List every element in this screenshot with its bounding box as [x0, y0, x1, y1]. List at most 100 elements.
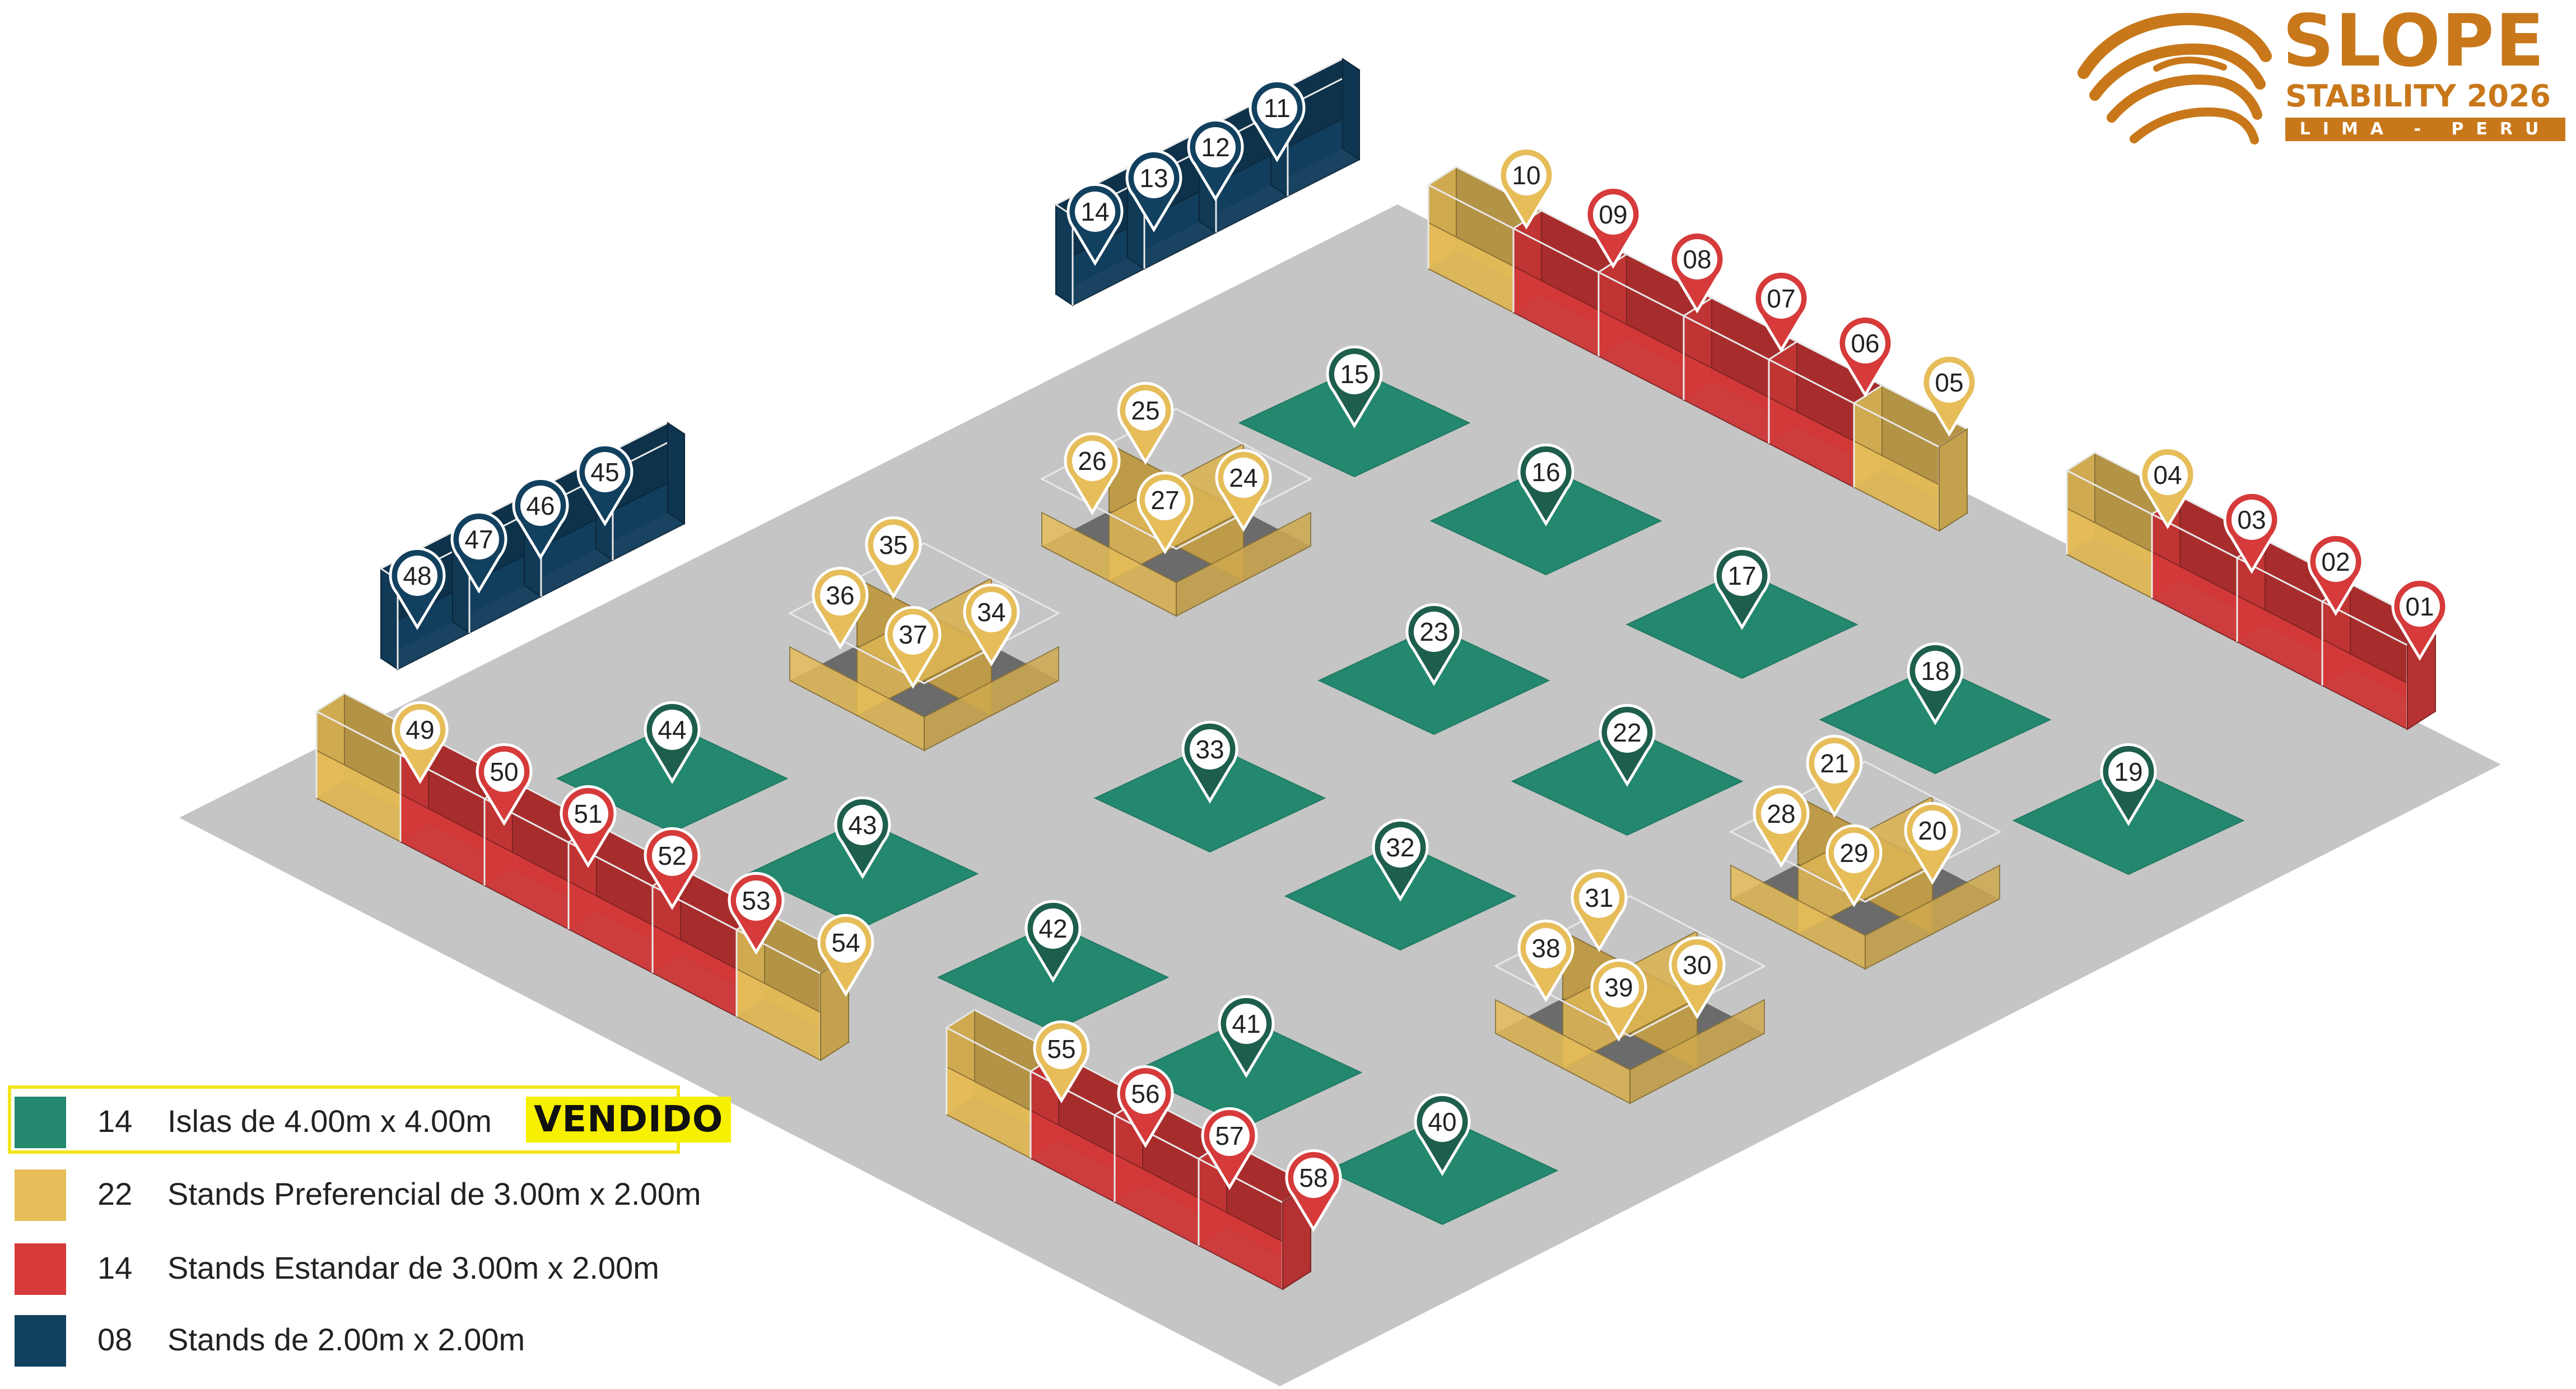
pin-inner-circle [459, 519, 499, 560]
stand-number: 28 [1767, 799, 1795, 828]
stand-pin-28[interactable]: 28 [1753, 785, 1810, 868]
stand-pin-37[interactable]: 37 [884, 605, 942, 689]
stand-pin-05[interactable]: 05 [1921, 353, 1978, 437]
stand-pin-33[interactable]: 33 [1181, 720, 1238, 804]
pin-inner-circle [1380, 827, 1420, 868]
legend-swatch-small [15, 1315, 66, 1367]
stand-pin-03[interactable]: 03 [2223, 491, 2280, 574]
stand-number: 14 [1080, 197, 1109, 226]
stand-pin-11[interactable]: 11 [1249, 79, 1306, 162]
stand-number: 22 [1613, 718, 1641, 747]
stand-pin-10[interactable]: 10 [1498, 146, 1555, 230]
stand-pin-57[interactable]: 57 [1201, 1107, 1258, 1190]
stand-pin-29[interactable]: 29 [1825, 824, 1883, 907]
stand-number: 05 [1935, 368, 1963, 397]
stand-pin-14[interactable]: 14 [1066, 183, 1124, 266]
stand-pin-47[interactable]: 47 [450, 510, 507, 594]
stand-number: 11 [1264, 94, 1291, 123]
stand-pin-25[interactable]: 25 [1117, 381, 1174, 465]
stand-pin-52[interactable]: 52 [644, 827, 701, 910]
pin-inner-circle [1334, 354, 1375, 394]
stand-pin-51[interactable]: 51 [560, 785, 617, 868]
stand-pin-58[interactable]: 58 [1285, 1149, 1342, 1232]
stand-number: 07 [1767, 284, 1795, 313]
stand-pin-30[interactable]: 30 [1669, 936, 1726, 1019]
stand-number: 39 [1604, 973, 1633, 1002]
stand-number: 09 [1599, 200, 1627, 229]
stand-number: 40 [1428, 1107, 1456, 1136]
stand-pin-53[interactable]: 53 [728, 871, 785, 955]
stand-pin-27[interactable]: 27 [1136, 471, 1194, 554]
stand-number: 25 [1131, 396, 1159, 425]
stand-pin-26[interactable]: 26 [1064, 432, 1121, 515]
stand-pin-16[interactable]: 16 [1517, 443, 1575, 526]
stand-pin-01[interactable]: 01 [2391, 577, 2448, 661]
stand-pin-32[interactable]: 32 [1372, 818, 1429, 902]
stand-pin-50[interactable]: 50 [476, 743, 533, 826]
stand-pin-31[interactable]: 31 [1571, 869, 1628, 952]
pin-inner-circle [1414, 612, 1454, 652]
stand-pin-19[interactable]: 19 [2100, 743, 2157, 826]
stand-pin-07[interactable]: 07 [1753, 269, 1810, 353]
stand-pin-15[interactable]: 15 [1326, 345, 1383, 428]
stand-pin-13[interactable]: 13 [1125, 149, 1182, 232]
stand-pin-36[interactable]: 36 [812, 566, 869, 650]
stand-pin-24[interactable]: 24 [1215, 449, 1272, 532]
pin-inner-circle [1526, 452, 1566, 492]
stand-number: 31 [1585, 883, 1613, 912]
stand-pin-06[interactable]: 06 [1837, 314, 1894, 398]
legend-row-small: 08 Stands de 2.00m x 2.00m [8, 1304, 747, 1371]
stand-pin-35[interactable]: 35 [865, 516, 922, 599]
stand-pin-12[interactable]: 12 [1187, 118, 1244, 202]
stand-pin-09[interactable]: 09 [1585, 185, 1642, 269]
stand-pin-17[interactable]: 17 [1713, 547, 1771, 630]
stand-pin-56[interactable]: 56 [1117, 1065, 1174, 1148]
stand-pin-22[interactable]: 22 [1599, 703, 1656, 787]
pin-inner-circle [2400, 586, 2440, 627]
pin-inner-circle [1506, 155, 1546, 195]
stand-pin-34[interactable]: 34 [963, 583, 1020, 666]
stand-number: 38 [1531, 934, 1560, 963]
stand-pin-44[interactable]: 44 [644, 701, 701, 784]
logo-subtitle: STABILITY 2026 [2285, 78, 2551, 114]
stand-pin-41[interactable]: 41 [1218, 995, 1275, 1078]
stand-pin-43[interactable]: 43 [834, 796, 891, 879]
stand-pin-45[interactable]: 45 [576, 443, 633, 526]
stand-number: 13 [1139, 164, 1168, 193]
pin-inner-circle [1677, 239, 1717, 279]
stand-pin-54[interactable]: 54 [817, 913, 874, 997]
stand-pin-38[interactable]: 38 [1517, 919, 1575, 1003]
legend-count: 14 [97, 1250, 133, 1285]
legend-count: 14 [97, 1103, 133, 1139]
stand-number: 48 [403, 561, 431, 590]
stand-pin-08[interactable]: 08 [1669, 230, 1726, 314]
stand-pin-55[interactable]: 55 [1033, 1020, 1090, 1103]
stand-pin-21[interactable]: 21 [1806, 734, 1863, 818]
stand-pin-42[interactable]: 42 [1024, 899, 1082, 983]
pin-inner-circle [1190, 729, 1230, 770]
row-05-10 [1426, 166, 1969, 532]
stand-pin-20[interactable]: 20 [1904, 801, 1961, 885]
stand-number: 15 [1340, 360, 1368, 389]
stand-pin-04[interactable]: 04 [2139, 446, 2196, 529]
stand-number: 44 [658, 715, 686, 744]
stand-pin-46[interactable]: 46 [512, 477, 569, 560]
stand-pin-48[interactable]: 48 [389, 547, 446, 630]
stand-pin-39[interactable]: 39 [1590, 958, 1647, 1042]
pin-inner-circle [1125, 1074, 1166, 1114]
pin-inner-circle [1125, 390, 1166, 431]
stand-pin-02[interactable]: 02 [2307, 533, 2364, 616]
stand-pin-18[interactable]: 18 [1907, 642, 1964, 725]
stand-pin-40[interactable]: 40 [1414, 1093, 1471, 1176]
stand-02[interactable] [2235, 539, 2353, 687]
pin-inner-circle [971, 592, 1012, 632]
stand-number: 52 [658, 841, 686, 870]
stand-number: 50 [490, 757, 518, 786]
stand-pin-49[interactable]: 49 [392, 701, 449, 784]
stand-pin-23[interactable]: 23 [1405, 603, 1462, 686]
stand-number: 45 [590, 458, 619, 487]
row-55-58 [945, 1009, 1312, 1290]
